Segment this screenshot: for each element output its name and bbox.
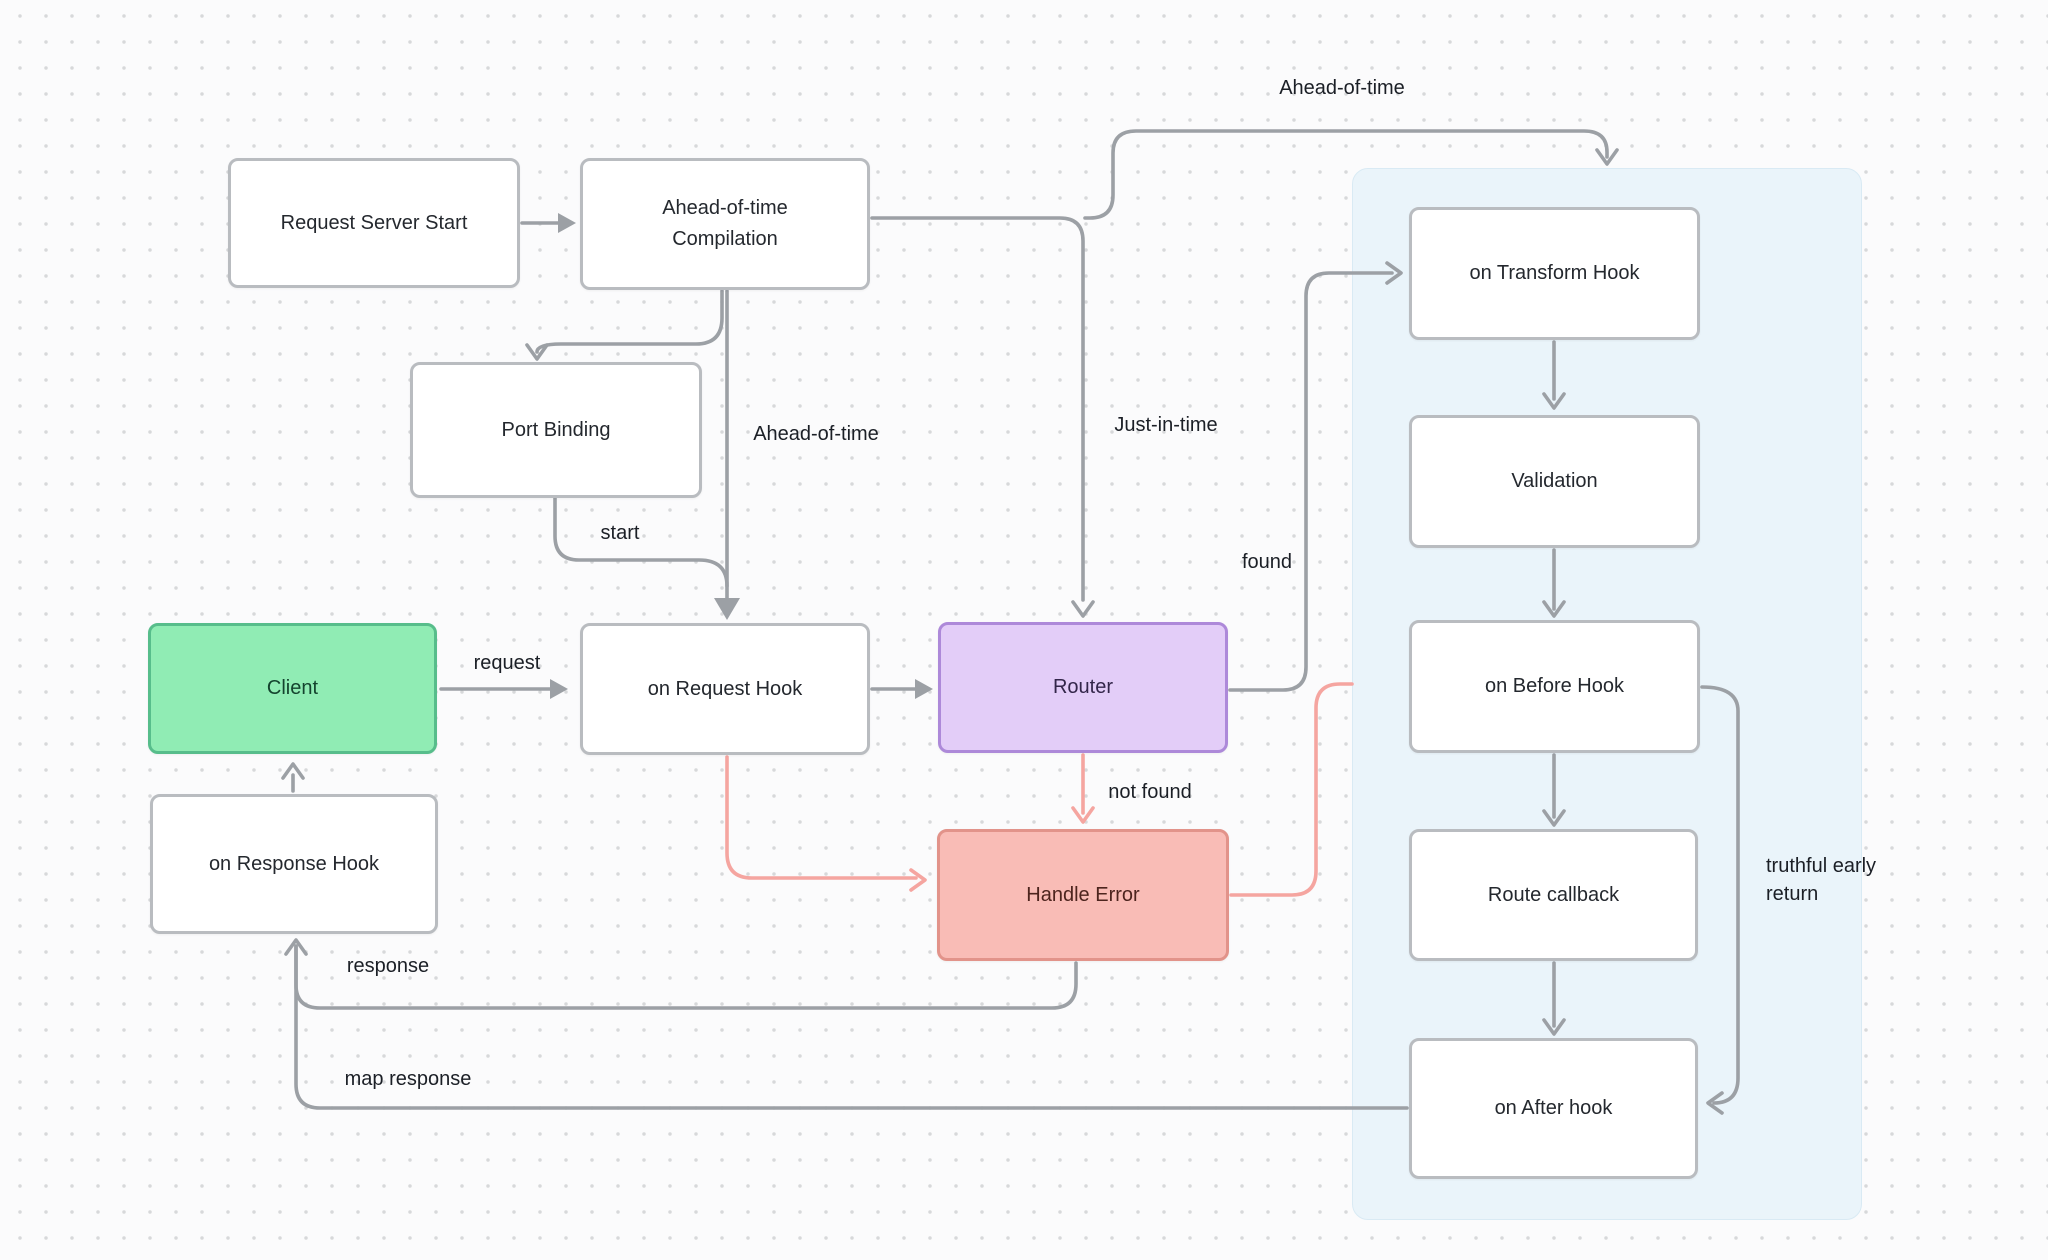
node-label: Router bbox=[1052, 676, 1114, 698]
edge-requesthook-to-router-arrowhead bbox=[915, 679, 933, 699]
label-map-response: map response bbox=[344, 1068, 472, 1090]
node-label: Ahead-of-time Compilation bbox=[662, 197, 788, 250]
label-not-found: not found bbox=[1108, 781, 1192, 803]
node-aot-compilation: Ahead-of-time Compilation bbox=[580, 158, 870, 290]
label-just-in-time: Just-in-time bbox=[1114, 414, 1218, 436]
edge-router-notfound-arrowhead bbox=[1071, 806, 1095, 824]
edge-client-request-arrowhead bbox=[550, 679, 568, 699]
edge-error-response bbox=[294, 944, 1078, 1010]
node-label: on After hook bbox=[1494, 1097, 1613, 1119]
label-ahead-of-time-mid: Ahead-of-time bbox=[753, 423, 879, 445]
node-label: Port Binding bbox=[501, 418, 611, 441]
edge-compilation-aot-to-panel-arrowhead bbox=[1595, 148, 1619, 166]
edge-compilation-jit-to-router bbox=[870, 216, 1085, 602]
edge-requesthook-to-error bbox=[725, 755, 918, 880]
edge-transform-to-validation-arrowhead bbox=[1542, 392, 1566, 410]
edge-requesthook-to-error-arrowhead bbox=[909, 868, 927, 892]
label-start: start bbox=[600, 522, 640, 544]
edge-truthful-early-return-arrowhead bbox=[1706, 1091, 1724, 1115]
node-on-after-hook: on After hook bbox=[1409, 1038, 1698, 1179]
label-request: request bbox=[473, 652, 541, 674]
node-on-before-hook: on Before Hook bbox=[1409, 620, 1700, 753]
edge-validation-to-before-arrowhead bbox=[1542, 600, 1566, 618]
node-client: Client bbox=[148, 623, 437, 754]
edge-serverstart-to-compilation-arrowhead bbox=[558, 213, 576, 233]
node-label: Handle Error bbox=[1026, 883, 1140, 906]
edge-compilation-to-portbinding bbox=[535, 289, 724, 354]
edge-compilation-to-portbinding-arrowhead bbox=[525, 343, 549, 361]
edge-before-to-routecallback-arrowhead bbox=[1542, 809, 1566, 827]
node-label: on Request Hook bbox=[647, 677, 803, 700]
edge-compilation-to-requesthook-arrowhead bbox=[714, 598, 740, 620]
node-on-request-hook: on Request Hook bbox=[580, 623, 870, 755]
node-label: on Before Hook bbox=[1485, 675, 1624, 697]
node-validation: Validation bbox=[1409, 415, 1700, 548]
label-truthful-early-return: truthful early return bbox=[1766, 855, 1877, 905]
edge-router-found-to-transform-arrowhead bbox=[1385, 261, 1403, 285]
node-route-callback: Route callback bbox=[1409, 829, 1698, 961]
label-found: found bbox=[1241, 551, 1293, 573]
node-router: Router bbox=[938, 622, 1228, 753]
edge-panel-to-error bbox=[1229, 682, 1354, 897]
node-port-binding: Port Binding bbox=[410, 362, 702, 498]
edge-after-map-response bbox=[294, 944, 1409, 1110]
node-request-server-start: Request Server Start bbox=[228, 158, 520, 288]
node-on-response-hook: on Response Hook bbox=[150, 794, 438, 934]
node-label: Validation bbox=[1511, 470, 1598, 492]
edge-router-found-to-transform bbox=[1228, 271, 1394, 692]
edge-compilation-aot-to-panel bbox=[1083, 129, 1609, 220]
node-label: Request Server Start bbox=[280, 211, 468, 234]
label-ahead-of-time-top: Ahead-of-time bbox=[1279, 77, 1405, 99]
edge-error-response-arrowhead bbox=[284, 938, 308, 956]
node-label: on Response Hook bbox=[208, 852, 380, 875]
edge-portbinding-start bbox=[553, 496, 729, 588]
edge-compilation-jit-to-router-arrowhead bbox=[1071, 600, 1095, 618]
node-label: on Transform Hook bbox=[1469, 262, 1640, 284]
edge-routecallback-to-after-arrowhead bbox=[1542, 1018, 1566, 1036]
edge-responsehook-to-client-arrowhead bbox=[281, 762, 305, 780]
node-on-transform-hook: on Transform Hook bbox=[1409, 207, 1700, 340]
edge-truthful-early-return bbox=[1700, 685, 1740, 1105]
node-label: Route callback bbox=[1487, 883, 1620, 906]
label-response: response bbox=[346, 955, 430, 977]
node-handle-error: Handle Error bbox=[937, 829, 1229, 961]
node-label: Client bbox=[266, 677, 319, 699]
